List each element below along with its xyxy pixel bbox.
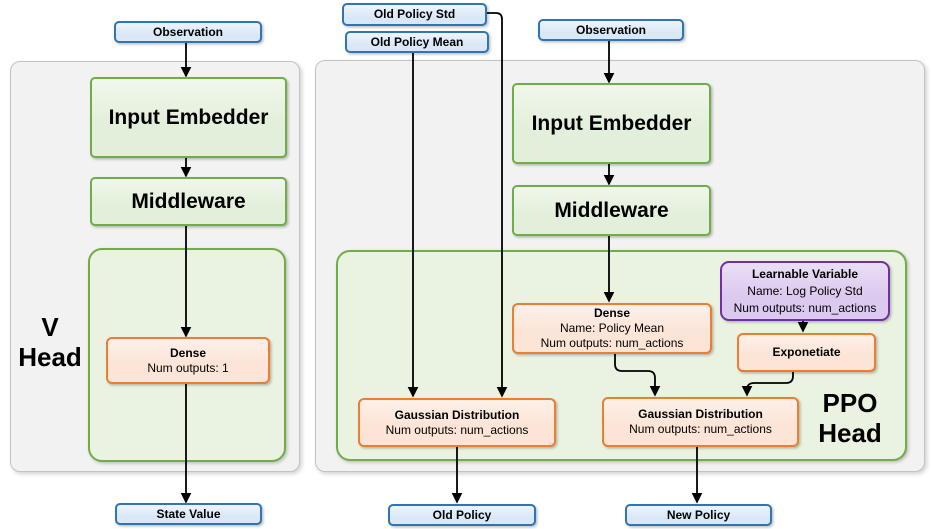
gaussian-old-title: Gaussian Distribution [394, 407, 520, 422]
arrow-old-policy-std-to-gaussian-old [483, 12, 508, 398]
state-value-label: State Value [156, 506, 221, 521]
gaussian-new-line2: Num outputs: num_actions [629, 422, 772, 436]
ppo-head-title-line2: Head [818, 418, 882, 448]
old-policy-node: Old Policy [388, 504, 536, 526]
gaussian-new-title: Gaussian Distribution [638, 407, 763, 421]
learnable-variable-line3: Num outputs: num_actions [733, 300, 877, 315]
dense-left-line2: Num outputs: 1 [147, 360, 229, 375]
observation-right-label: Observation [575, 22, 647, 37]
input-embedder-right-node: Input Embedder [512, 83, 711, 164]
middleware-right-label: Middleware [554, 199, 669, 222]
old-policy-std-label: Old Policy Std [373, 7, 456, 21]
input-embedder-left-node: Input Embedder [90, 77, 287, 158]
learnable-variable-title: Learnable Variable [751, 266, 859, 281]
dense-left-node: Dense Num outputs: 1 [106, 337, 270, 384]
v-head-title: V Head [12, 312, 88, 372]
old-policy-mean-label: Old Policy Mean [370, 34, 464, 49]
state-value-node: State Value [115, 503, 262, 525]
old-policy-std-node: Old Policy Std [342, 3, 487, 26]
arrow-dense-to-gaussian-new [614, 350, 661, 397]
dense-policy-mean-line2: Name: Policy Mean [559, 321, 665, 335]
learnable-variable-line2: Name: Log Policy Std [747, 283, 863, 298]
new-policy-label: New Policy [666, 507, 731, 522]
ppo-head-title: PPO Head [800, 388, 900, 448]
dense-policy-mean-title: Dense [593, 306, 631, 320]
middleware-right-node: Middleware [512, 185, 711, 236]
gaussian-distribution-old-node: Gaussian Distribution Num outputs: num_a… [358, 398, 556, 447]
old-policy-label: Old Policy [432, 507, 492, 522]
arrow-exponetiate-to-gaussian-new [741, 368, 794, 397]
dense-policy-mean-line3: Num outputs: num_actions [540, 336, 684, 350]
old-policy-mean-node: Old Policy Mean [345, 31, 489, 53]
new-policy-node: New Policy [625, 504, 772, 526]
input-embedder-right-label: Input Embedder [531, 112, 692, 135]
dense-left-title: Dense [169, 345, 207, 360]
middleware-left-node: Middleware [90, 177, 287, 226]
learnable-variable-node: Learnable Variable Name: Log Policy Std … [720, 261, 890, 321]
observation-left-node: Observation [114, 21, 262, 43]
middleware-left-label: Middleware [131, 190, 246, 213]
ppo-head-title-line1: PPO [822, 388, 878, 418]
exponetiate-label: Exponetiate [772, 345, 841, 359]
v-head-title-line2: Head [18, 342, 82, 372]
gaussian-distribution-new-node: Gaussian Distribution Num outputs: num_a… [602, 397, 799, 447]
gaussian-old-line2: Num outputs: num_actions [385, 422, 529, 437]
v-head-title-line1: V [41, 312, 59, 342]
dense-policy-mean-node: Dense Name: Policy Mean Num outputs: num… [512, 303, 712, 354]
observation-right-node: Observation [538, 19, 684, 41]
input-embedder-left-label: Input Embedder [108, 106, 269, 129]
exponetiate-node: Exponetiate [737, 333, 876, 372]
observation-left-label: Observation [152, 24, 224, 39]
